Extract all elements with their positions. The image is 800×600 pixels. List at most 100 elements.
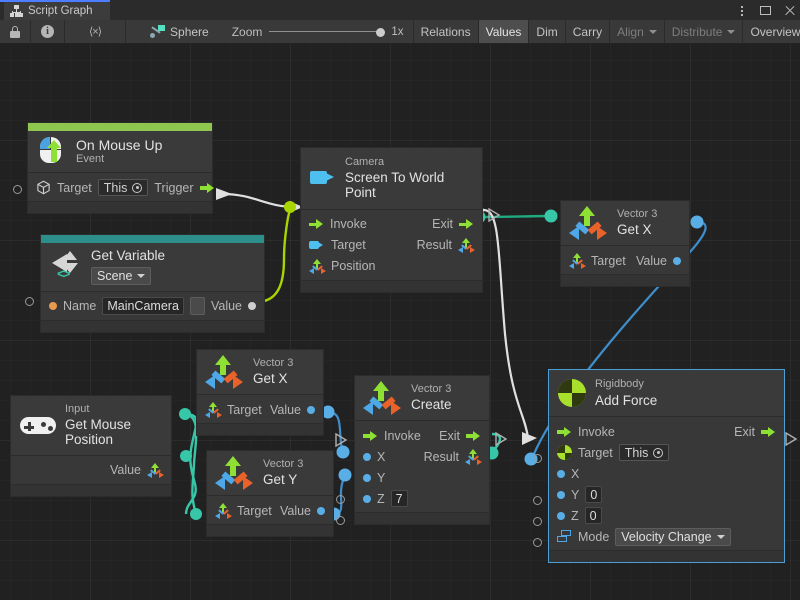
toolbar-button-align[interactable]: Align xyxy=(610,20,665,43)
graph-canvas[interactable]: On Mouse Up Event Target This Trigger xyxy=(0,44,800,600)
rigidbody-port-icon xyxy=(557,445,572,461)
scope-dropdown[interactable]: Scene xyxy=(91,266,152,285)
target-this-pill[interactable]: This xyxy=(618,444,670,462)
toolbar-button-values[interactable]: Values xyxy=(478,20,530,43)
port-row-target-value[interactable]: Target Value xyxy=(207,500,333,521)
port-dot-x[interactable] xyxy=(557,469,565,478)
z-value-field[interactable]: 7 xyxy=(390,490,408,507)
port-row-z[interactable]: Z 7 xyxy=(355,488,489,509)
port-row-name[interactable]: Name MainCamera Value xyxy=(41,296,264,317)
port-row-target[interactable]: Target This xyxy=(549,442,784,463)
flow-out-arrow-icon[interactable] xyxy=(459,219,474,230)
node-vector3-get-x-mid[interactable]: Vector 3 Get X Target Value xyxy=(196,349,324,436)
port-row-mode[interactable]: Mode Velocity Change xyxy=(549,526,784,547)
breadcrumb-object[interactable]: Sphere xyxy=(126,20,223,43)
vector3-port-icon[interactable] xyxy=(309,258,326,275)
port-row-x[interactable]: X Result xyxy=(355,446,489,467)
port-triangle[interactable] xyxy=(334,432,348,448)
toolbar-button-relations[interactable]: Relations xyxy=(414,20,479,43)
port-dot-value[interactable] xyxy=(673,256,681,265)
port-ring[interactable] xyxy=(533,496,542,505)
port-dot-y[interactable] xyxy=(557,490,565,499)
port-ring[interactable] xyxy=(336,495,345,504)
zoom-slider-knob[interactable] xyxy=(376,27,386,37)
flow-in-arrow-icon[interactable] xyxy=(363,430,378,441)
flow-in-arrow-icon[interactable] xyxy=(309,219,324,230)
lock-icon xyxy=(10,25,20,38)
maximize-icon[interactable] xyxy=(759,4,772,17)
port-row-y[interactable]: Y 0 xyxy=(549,484,784,505)
lock-button[interactable] xyxy=(0,20,31,43)
port-ring[interactable] xyxy=(25,297,34,306)
variable-name-dropdown-button[interactable] xyxy=(189,297,205,316)
node-camera-screen-to-world-point[interactable]: Camera Screen To World Point Invoke Exit… xyxy=(300,147,483,293)
zoom-slider[interactable] xyxy=(269,26,386,38)
vector3-port-icon[interactable] xyxy=(147,462,164,479)
vector3-port-icon[interactable] xyxy=(465,449,482,465)
node-rigidbody-add-force[interactable]: Rigidbody Add Force Invoke Exit Target T… xyxy=(548,369,785,564)
y-value-field[interactable]: 0 xyxy=(585,486,603,504)
port-row-target-value[interactable]: Target Value xyxy=(197,399,323,420)
vector3-port-icon[interactable] xyxy=(569,253,586,269)
target-this-pill[interactable]: This xyxy=(97,179,149,196)
vector3-port-icon[interactable] xyxy=(458,237,475,254)
port-row-y[interactable]: Y xyxy=(355,467,489,488)
tab-script-graph[interactable]: Script Graph xyxy=(4,2,110,20)
port-triangle[interactable] xyxy=(784,431,798,447)
port-row-invoke[interactable]: Invoke Exit xyxy=(301,214,482,235)
toolbar-button-distribute[interactable]: Distribute xyxy=(665,20,744,43)
flow-out-arrow-icon[interactable] xyxy=(466,430,481,441)
port-row-target[interactable]: Target This Trigger xyxy=(28,177,215,198)
port-row-position[interactable]: Position xyxy=(301,256,482,277)
port-dot-value[interactable] xyxy=(317,506,325,515)
flow-out-arrow-icon[interactable] xyxy=(761,426,776,437)
target-picker-icon[interactable] xyxy=(132,182,143,193)
port-dot-y[interactable] xyxy=(363,473,371,482)
target-picker-icon[interactable] xyxy=(653,447,664,458)
zoom-control[interactable]: Zoom 1x xyxy=(223,20,414,43)
port-row-target-value[interactable]: Target Value xyxy=(561,250,689,271)
node-on-mouse-up[interactable]: On Mouse Up Event Target This Trigger xyxy=(27,122,215,214)
flow-in-arrow-icon[interactable] xyxy=(557,426,572,437)
port-ring[interactable] xyxy=(533,454,542,463)
flow-out-arrow-icon[interactable] xyxy=(199,182,215,193)
port-triangle[interactable] xyxy=(487,207,501,223)
z-value-field[interactable]: 0 xyxy=(584,507,602,525)
toolbar-button-carry[interactable]: Carry xyxy=(566,20,611,43)
port-row-target[interactable]: Target Result xyxy=(301,235,482,256)
port-row-z[interactable]: Z 0 xyxy=(549,505,784,526)
port-dot-value[interactable] xyxy=(307,405,315,414)
info-button[interactable]: i xyxy=(31,20,65,43)
port-dot-value[interactable] xyxy=(248,302,256,311)
port-row-invoke[interactable]: Invoke Exit xyxy=(355,425,489,446)
port-dot-z[interactable] xyxy=(363,494,371,503)
port-dot-x[interactable] xyxy=(363,452,371,461)
port-triangle[interactable] xyxy=(494,431,508,447)
port-ring[interactable] xyxy=(13,185,22,194)
port-dot-name[interactable] xyxy=(49,302,57,311)
force-mode-dropdown[interactable]: Velocity Change xyxy=(615,527,731,546)
wire-arrow-end xyxy=(522,432,537,445)
variable-name-field[interactable]: MainCamera xyxy=(102,297,184,316)
node-vector3-get-x-top[interactable]: Vector 3 Get X Target Value xyxy=(560,200,690,287)
port-ring[interactable] xyxy=(533,538,542,547)
port-dot-z[interactable] xyxy=(557,511,565,520)
port-row-x[interactable]: X xyxy=(549,463,784,484)
node-footer xyxy=(41,319,264,332)
code-view-button[interactable]: ⟨×⟩ xyxy=(65,20,127,43)
toolbar-button-overview[interactable]: Overview xyxy=(743,20,800,43)
kebab-menu-icon[interactable] xyxy=(735,4,748,17)
port-row-value[interactable]: Value xyxy=(11,460,171,481)
port-label-y: Y xyxy=(571,487,580,502)
vector3-port-icon[interactable] xyxy=(205,402,222,418)
node-vector3-get-y-mid[interactable]: Vector 3 Get Y Target Value xyxy=(206,450,334,537)
node-input-get-mouse-position[interactable]: Input Get Mouse Position Value xyxy=(10,395,172,497)
close-icon[interactable] xyxy=(783,4,796,17)
vector3-port-icon[interactable] xyxy=(215,503,232,519)
port-ring[interactable] xyxy=(336,516,345,525)
port-row-invoke[interactable]: Invoke Exit xyxy=(549,421,784,442)
node-get-variable[interactable]: <> Get Variable Scene Name MainCamera xyxy=(40,234,265,333)
toolbar-button-dim[interactable]: Dim xyxy=(529,20,566,43)
port-ring[interactable] xyxy=(533,517,542,526)
node-vector3-create[interactable]: Vector 3 Create Invoke Exit X Result xyxy=(354,375,490,525)
